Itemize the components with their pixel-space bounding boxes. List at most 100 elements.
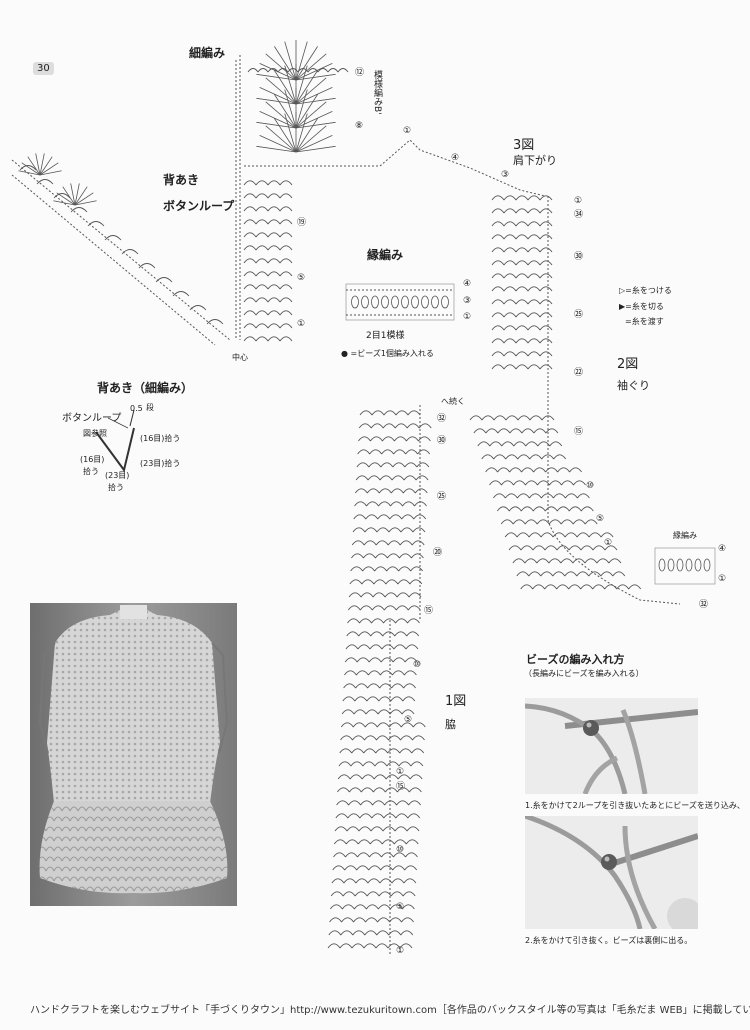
side-arch-row	[356, 462, 430, 468]
row-num-right-15: ⑮	[574, 427, 584, 437]
edging-bead-stitch	[421, 295, 429, 309]
armhole-arch-row	[500, 519, 598, 525]
bead-step1-image	[525, 698, 698, 794]
row-num-right-22: ㉒	[574, 368, 584, 378]
row-num-side-15b: ⑮	[396, 782, 406, 792]
armhole-arch-row	[512, 558, 622, 564]
side-arch-row	[329, 917, 414, 923]
row-num-right-5: ⑤	[596, 514, 605, 524]
diagonal-arch	[70, 207, 88, 213]
edging-bead-stitch	[361, 295, 369, 309]
armhole-arch-row	[516, 571, 626, 577]
edging-bead-stitch	[401, 295, 409, 309]
body-arch-row-right	[491, 364, 553, 370]
row-num-right-25: ㉕	[574, 310, 584, 320]
edging-bead-stitch	[441, 295, 449, 309]
row-num-left-5: ⑤	[297, 273, 306, 283]
side-arch-row	[338, 761, 424, 767]
side-arch-row	[358, 436, 431, 442]
body-arch-row-right	[491, 312, 553, 318]
body-arch-row-left	[243, 258, 293, 264]
fig1-title: 1図	[445, 694, 467, 709]
side-arch-row	[328, 930, 414, 936]
side-arch-row	[353, 514, 427, 520]
armhole-edging-stitch	[658, 558, 666, 572]
fig3-subtitle: 肩下がり	[513, 154, 557, 167]
armhole-arch-row	[496, 506, 594, 512]
armhole-arch-row	[481, 454, 567, 460]
body-arch-row-right	[491, 338, 553, 344]
side-arch-row	[347, 605, 421, 611]
diagonal-arch	[138, 263, 156, 269]
fig1-subtitle: 脇	[445, 718, 456, 731]
body-arch-row-right	[491, 299, 553, 305]
side-arch-row	[342, 696, 416, 702]
body-arch-row-left	[243, 232, 293, 238]
side-arch-row	[333, 852, 418, 858]
diagonal-arch	[121, 249, 139, 255]
body-arch-row-left	[243, 323, 293, 329]
top-motif-arch	[247, 68, 349, 73]
side-arch-row	[345, 644, 419, 650]
body-arch-row-left	[243, 180, 293, 186]
edging-bead-stitch	[381, 295, 389, 309]
row-num-right-10: ⑩	[586, 481, 595, 491]
body-arch-row-right	[491, 221, 553, 227]
diagonal-arch	[172, 291, 190, 297]
continue-label: へ続く	[441, 397, 465, 406]
top-photo-image	[30, 603, 237, 906]
side-arch-row	[343, 683, 416, 689]
body-arch-row-left	[243, 245, 293, 251]
row-num-side-1b: ①	[396, 946, 405, 956]
row-num-side-5: ⑤	[404, 715, 413, 725]
dim-23-bottom: (23目)	[105, 471, 130, 480]
armhole-edging-stitch	[667, 558, 675, 572]
bead-step1-text: 1.糸をかけて2ループを引き抜いたあとにビーズを送り込み、	[525, 801, 745, 810]
row-num-left-19: ⑲	[297, 218, 307, 228]
legend-cut-yarn: ▶=糸を切る	[619, 302, 664, 311]
armhole-arch-row	[477, 441, 563, 447]
row-num-side-25: ㉕	[437, 492, 447, 502]
body-arch-row-right	[491, 195, 553, 201]
side-arch-row	[344, 670, 417, 676]
side-arch-row	[354, 501, 427, 507]
row-num-1-top: ①	[403, 126, 412, 136]
label-button-loop: ボタンループ	[163, 199, 235, 213]
dim-16-left: (16目)	[80, 455, 105, 464]
armhole-arch-row	[493, 493, 590, 499]
row-num-12-top: ⑫	[355, 68, 365, 78]
dim-23-right: (23目)拾う	[140, 459, 181, 468]
armhole-arch-row	[469, 415, 555, 421]
armhole-edging-row-32: ㉜	[699, 600, 709, 610]
armhole-arch-row	[504, 532, 614, 538]
body-arch-row-right	[491, 273, 553, 279]
diagonal-arch	[19, 165, 37, 171]
back-opening-ref: 図参照	[83, 429, 107, 438]
armhole-edging-row-1: ①	[718, 574, 727, 584]
label-pattern-b: 模様編みB'	[372, 70, 382, 115]
body-arch-row-left	[243, 310, 293, 316]
row-num-left-1: ①	[297, 319, 306, 329]
bead-step2-photo	[525, 816, 698, 929]
row-num-side-1: ①	[396, 767, 405, 777]
fig3-title: 3図	[513, 138, 535, 153]
body-arch-row-left	[243, 297, 293, 303]
body-arch-row-right	[491, 325, 553, 331]
back-opening-title: 背あき（細編み）	[97, 381, 194, 395]
side-arch-row	[330, 891, 416, 897]
body-arch-row-right	[491, 234, 553, 240]
side-arch-row	[348, 592, 422, 598]
finished-top-photo	[30, 603, 237, 906]
side-arch-row	[346, 631, 420, 637]
diagonal-strip-bottom	[11, 174, 216, 346]
label-back-opening: 背あき	[163, 173, 200, 187]
row-num-right-34: ㉞	[574, 210, 584, 220]
armhole-arch-row	[520, 584, 642, 590]
side-arch-row	[337, 787, 422, 793]
edging-title: 縁編み	[367, 248, 404, 262]
edging-box-frame	[345, 283, 455, 321]
diagonal-strip-top	[11, 159, 231, 341]
diagonal-arch	[53, 193, 71, 199]
